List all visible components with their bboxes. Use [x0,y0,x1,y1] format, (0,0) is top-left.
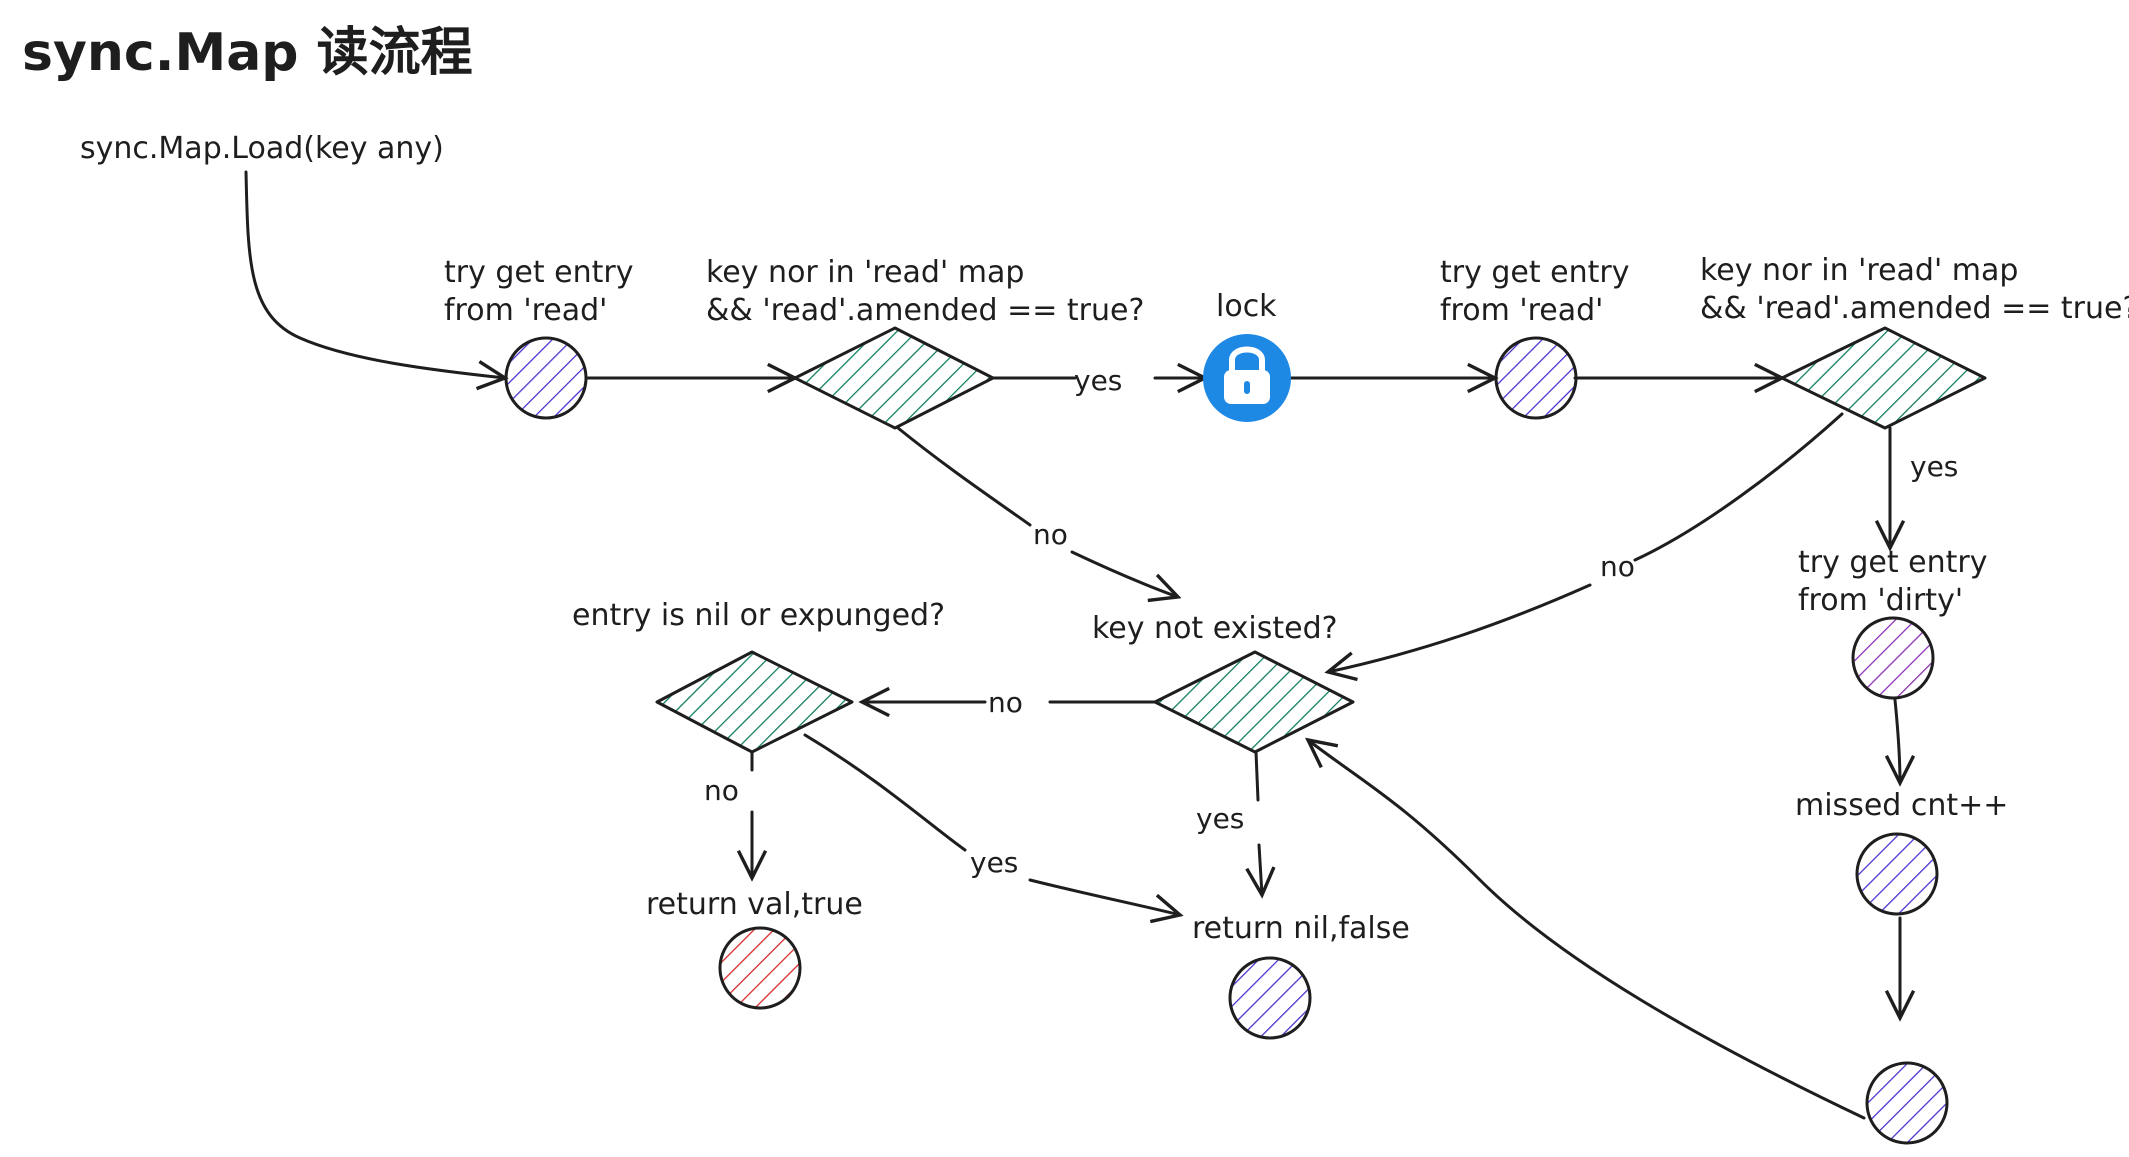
edge-check2-no-b [1328,583,1592,672]
edge-check1-no-a [896,426,1032,527]
label-line: try get entry [1798,545,1988,580]
edge-label-no-entry: no [704,774,739,807]
label-lock: lock [1216,289,1277,324]
label-line: key nor in 'read' map [706,255,1024,290]
edge-check1-no-b [1070,550,1178,597]
edge-existed-yes-b [1259,843,1262,895]
label-check-2: key nor in 'read' map&& 'read'.amended =… [1700,253,2129,326]
lock-icon[interactable] [1203,334,1291,422]
node-try-read-1[interactable] [504,336,588,420]
node-missed[interactable] [1855,832,1939,916]
label-line: && 'read'.amended == true? [1700,291,2129,326]
node-key-not-existed[interactable] [1153,650,1355,754]
label-check-1: key nor in 'read' map&& 'read'.amended =… [706,255,1144,328]
label-return-val: return val,true [646,887,863,922]
edge-bottom-existed [1308,740,1866,1120]
edge-label-yes-check2: yes [1910,450,1958,483]
node-try-read-2[interactable] [1494,336,1578,420]
edge-entry-yes-b [1028,878,1180,915]
edge-entry-yes-a [803,733,967,852]
edge-existed-yes-a [1254,750,1260,802]
label-line: && 'read'.amended == true? [706,293,1144,328]
node-return-val[interactable] [718,926,802,1010]
edge-label-no-check1: no [1033,518,1068,551]
edge-check2-no-a [1633,412,1844,562]
label-entry-nil: entry is nil or expunged? [572,598,945,633]
edge-label-yes-lock: yes [1074,364,1122,397]
label-missed: missed cnt++ [1795,788,2008,823]
node-after-missed[interactable] [1865,1061,1949,1145]
label-line: key nor in 'read' map [1700,253,2018,288]
edge-label-no-check2: no [1600,550,1635,583]
node-entry-nil[interactable] [655,650,854,754]
edge-dirty-missed [1895,698,1900,783]
label-return-nil: return nil,false [1192,911,1410,946]
entry-label: sync.Map.Load(key any) [80,131,444,166]
label-line: from 'read' [444,293,607,328]
edge-label-yes-existed: yes [1196,802,1244,835]
edge-label-no-existed: no [988,686,1023,719]
node-try-dirty[interactable] [1851,616,1935,700]
label-key-not-existed: key not existed? [1092,611,1338,646]
node-check-1[interactable] [793,326,995,430]
label-line: try get entry [444,255,634,290]
label-line: from 'read' [1440,293,1603,328]
label-line: from 'dirty' [1798,583,1963,618]
edge-label-yes-entry: yes [970,846,1018,879]
page-title: sync.Map 读流程 [22,23,473,83]
node-return-nil[interactable] [1228,956,1312,1040]
label-line: try get entry [1440,255,1630,290]
node-check-2[interactable] [1780,326,1987,430]
edge-entry [244,170,505,378]
